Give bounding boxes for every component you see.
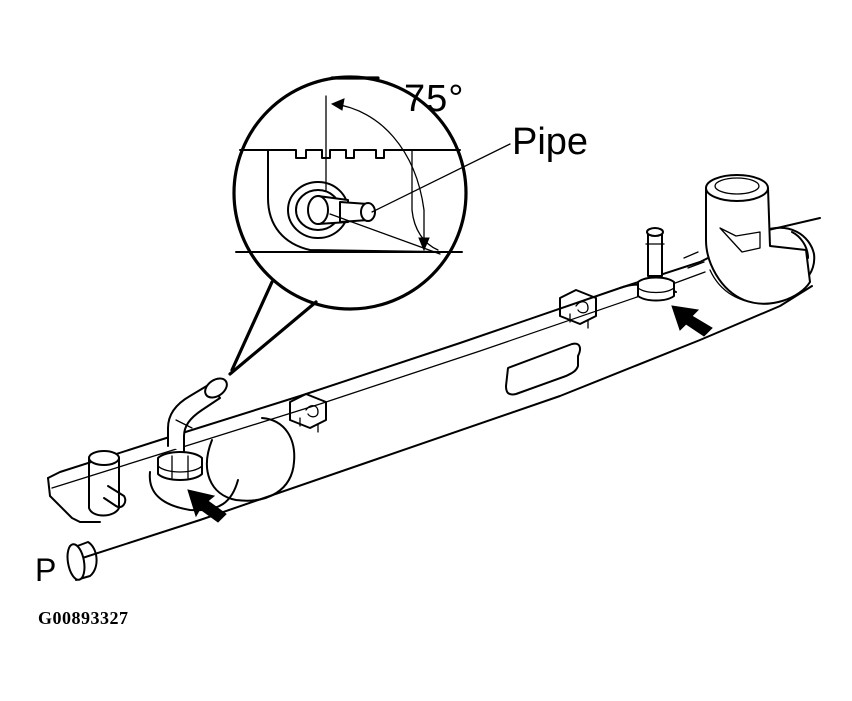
pipe-fitting-left (157, 377, 228, 481)
union-fitting-right (637, 227, 675, 302)
pipe-label: Pipe (512, 121, 589, 163)
mounting-clip (559, 289, 597, 329)
mounting-clip (289, 393, 327, 433)
arrow-icon (671, 305, 713, 337)
arrow-icon (187, 489, 227, 523)
stub-pipe (88, 450, 127, 517)
pressure-regulator (705, 174, 811, 305)
angle-label: 75° (404, 78, 465, 120)
figure-id: G00893327 (38, 608, 129, 628)
plug (66, 541, 98, 581)
detail-view (228, 75, 511, 376)
plug-label: P (35, 552, 57, 588)
